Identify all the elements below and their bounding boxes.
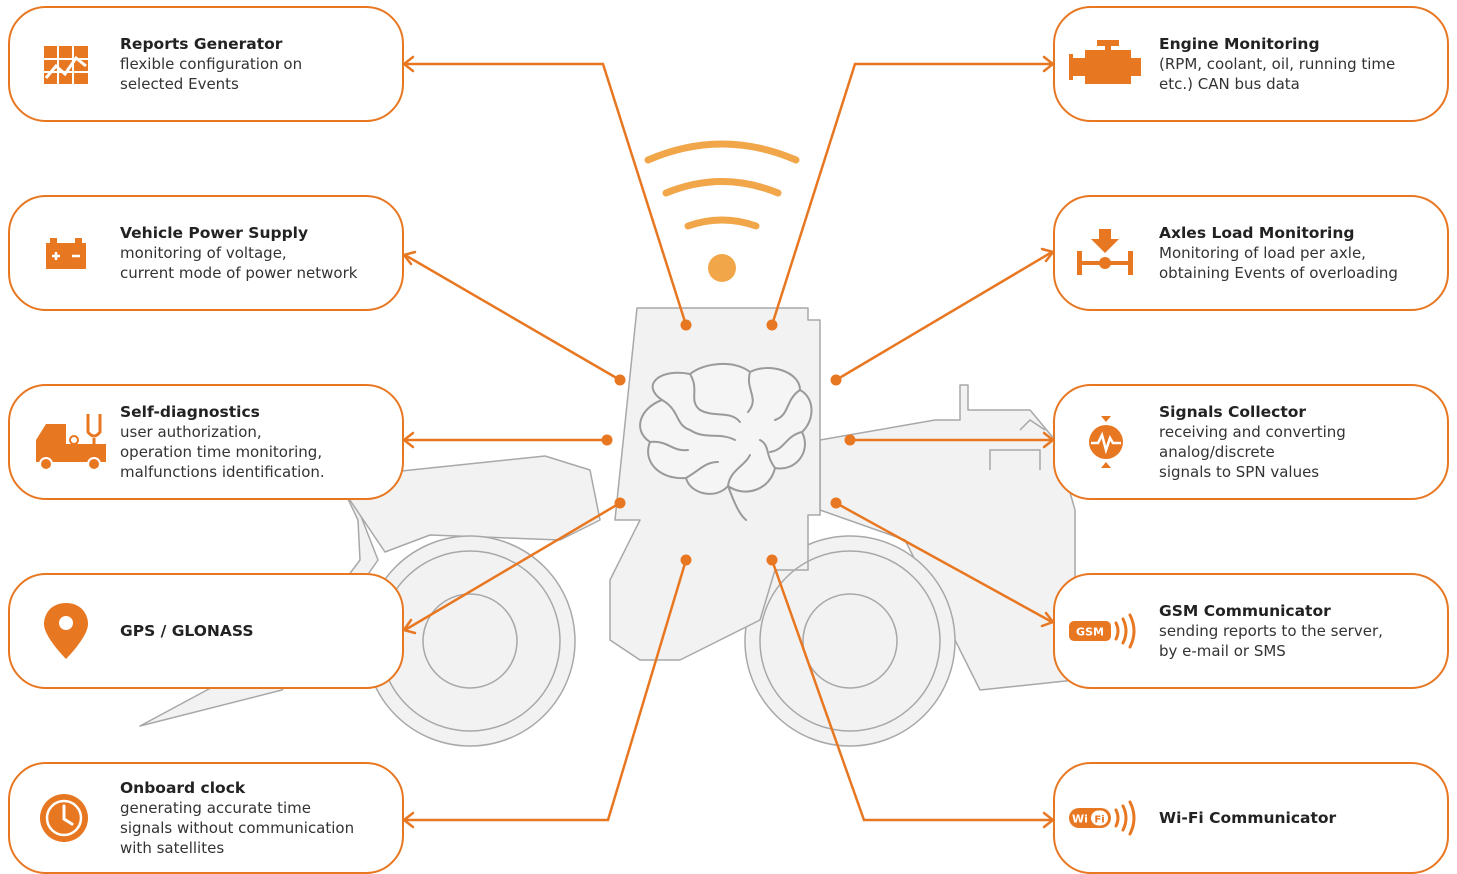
brain-icon [639, 362, 813, 521]
card-description-line: user authorization, [120, 423, 262, 441]
wifi-badge-right: Fi [1094, 815, 1104, 826]
card-self-diagnostics: Self-diagnostics user authorization, ope… [8, 384, 404, 500]
card-signals-collector: Signals Collector receiving and converti… [1053, 384, 1449, 500]
axle-load-icon [1065, 221, 1147, 285]
card-wifi-communicator: Wi Fi Wi-Fi Communicator [1053, 762, 1449, 874]
connector-lines [404, 62, 1053, 822]
clock-icon [32, 786, 100, 850]
card-description-line: malfunctions identification. [120, 463, 325, 481]
card-description-line: receiving and converting [1159, 423, 1346, 441]
card-description-line: signals to SPN values [1159, 463, 1320, 481]
signal-converter-icon [1065, 410, 1147, 474]
card-title: Onboard clock [120, 779, 246, 797]
card-description-line: analog/discrete [1159, 443, 1275, 461]
card-onboard-clock: Onboard clock generating accurate time s… [8, 762, 404, 874]
card-description-line: monitoring of voltage, [120, 244, 287, 262]
location-pin-icon [32, 599, 100, 663]
wireless-signal-dot [708, 254, 736, 282]
card-title: Axles Load Monitoring [1159, 224, 1355, 242]
card-engine-monitoring: Engine Monitoring (RPM, coolant, oil, ru… [1053, 6, 1449, 122]
card-description-line: by e-mail or SMS [1159, 642, 1286, 660]
card-vehicle-power-supply: Vehicle Power Supply monitoring of volta… [8, 195, 404, 311]
card-title: Self-diagnostics [120, 403, 260, 421]
battery-icon [32, 221, 100, 285]
card-title: Signals Collector [1159, 403, 1307, 421]
card-description-line: (RPM, coolant, oil, running time [1159, 55, 1396, 73]
wireless-signal-icon [644, 140, 800, 230]
wheel-details [379, 419, 1046, 732]
card-description-line: flexible configuration on [120, 55, 303, 73]
wifi-badge-icon: Wi Fi [1065, 786, 1147, 850]
card-description-line: obtaining Events of overloading [1159, 264, 1398, 282]
card-title: GSM Communicator [1159, 602, 1331, 620]
engine-icon [1065, 32, 1147, 96]
chart-report-icon [32, 32, 100, 96]
card-description-line: current mode of power network [120, 264, 358, 282]
card-reports-generator: Reports Generator flexible configuration… [8, 6, 404, 122]
card-title: Vehicle Power Supply [120, 224, 309, 242]
card-description-line: with satellites [120, 839, 225, 857]
card-title: Reports Generator [120, 35, 283, 53]
card-gsm-communicator: GSM GSM Communicator sending reports to … [1053, 573, 1449, 689]
card-description-line: Monitoring of load per axle, [1159, 244, 1366, 262]
connector-dots [601, 319, 856, 566]
card-title: GPS / GLONASS [120, 622, 254, 640]
card-gps-glonass: GPS / GLONASS [8, 573, 404, 689]
card-description-line: operation time monitoring, [120, 443, 323, 461]
card-description-line: etc.) CAN bus data [1159, 75, 1300, 93]
gsm-icon: GSM [1065, 599, 1147, 663]
card-description-line: signals without communication [120, 819, 355, 837]
card-description-line: sending reports to the server, [1159, 622, 1383, 640]
card-title: Engine Monitoring [1159, 35, 1320, 53]
card-title: Wi-Fi Communicator [1159, 809, 1337, 827]
gsm-badge-label: GSM [1076, 626, 1104, 639]
card-description-line: generating accurate time [120, 799, 312, 817]
truck-stethoscope-icon [32, 410, 106, 474]
wifi-badge-left: Wi [1072, 813, 1088, 826]
card-description-line: selected Events [120, 75, 239, 93]
card-axles-load-monitoring: Axles Load Monitoring Monitoring of load… [1053, 195, 1449, 311]
